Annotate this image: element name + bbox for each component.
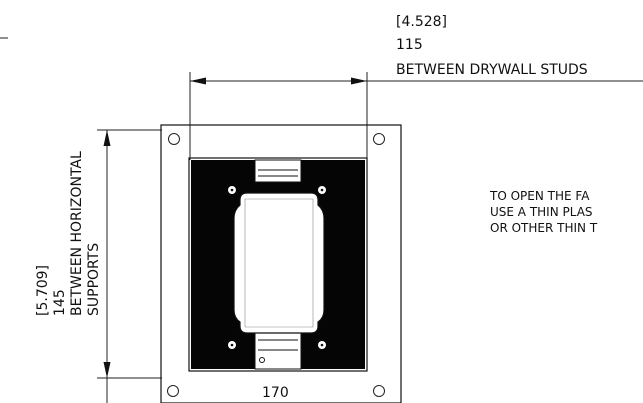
center-bracket-bottom bbox=[254, 332, 302, 370]
inner-frame bbox=[188, 157, 368, 372]
bottom-dimension-value: 170 bbox=[262, 385, 289, 401]
height-label-line2: SUPPORTS bbox=[86, 243, 102, 316]
width-arrow-right bbox=[351, 77, 367, 85]
note-text: TO OPEN THE FA USE A THIN PLAS OR OTHER … bbox=[489, 189, 598, 235]
screw-center bbox=[230, 343, 234, 347]
width-dimension: [4.528] 115 BETWEEN DRYWALL STUDS bbox=[189, 14, 643, 160]
screw-center bbox=[320, 343, 324, 347]
mount-hole-bottom-right bbox=[373, 385, 385, 397]
width-mm-value: 115 bbox=[396, 37, 423, 53]
mount-hole-top-right bbox=[373, 133, 385, 145]
device-inner-outline bbox=[244, 198, 314, 328]
mount-hole-top-left bbox=[168, 133, 180, 145]
outer-plate bbox=[160, 124, 402, 403]
center-bracket-top bbox=[254, 159, 302, 183]
bracket-detail bbox=[259, 357, 265, 363]
note-line2: USE A THIN PLAS bbox=[490, 205, 593, 219]
screw-center bbox=[230, 188, 234, 192]
height-mm-value: 145 bbox=[52, 289, 68, 316]
height-arrow-top bbox=[103, 130, 111, 146]
width-label: BETWEEN DRYWALL STUDS bbox=[396, 62, 588, 78]
width-inch-value: [4.528] bbox=[396, 14, 447, 30]
height-label-line1: BETWEEN HORIZONTAL bbox=[69, 151, 85, 316]
mount-hole-bottom-left bbox=[167, 385, 179, 397]
height-arrow-bottom bbox=[103, 362, 111, 378]
note-line1: TO OPEN THE FA bbox=[489, 189, 590, 203]
screw-center bbox=[320, 188, 324, 192]
height-dimension: [5.709] 145 BETWEEN HORIZONTAL SUPPORTS bbox=[35, 129, 162, 403]
device-body bbox=[233, 192, 325, 334]
note-line3: OR OTHER THIN T bbox=[490, 221, 598, 235]
width-arrow-left bbox=[190, 77, 206, 85]
height-inch-value: [5.709] bbox=[35, 265, 51, 316]
